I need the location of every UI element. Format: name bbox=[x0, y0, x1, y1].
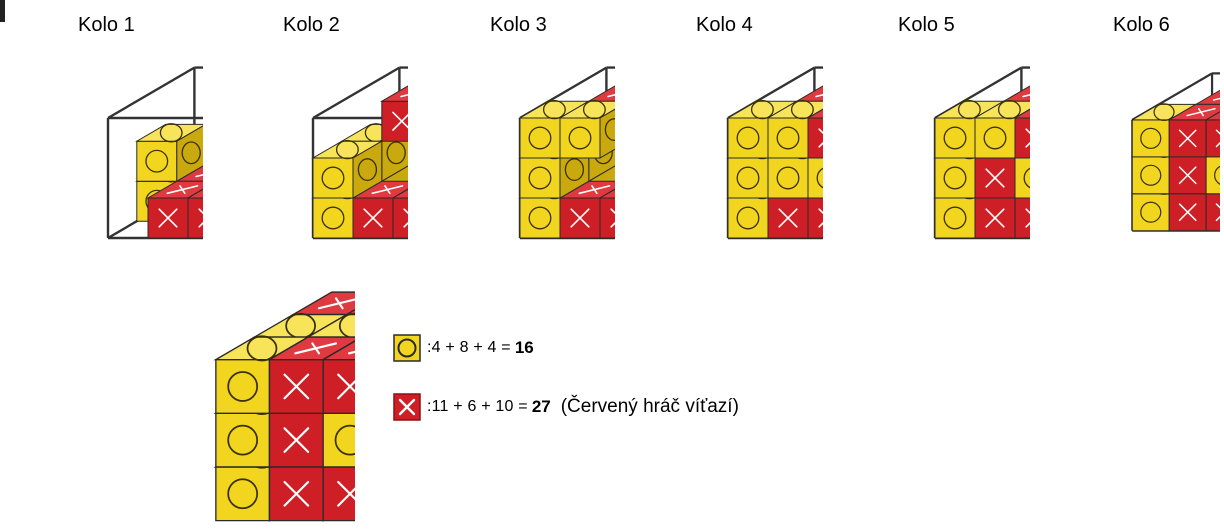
cross-symbol-icon bbox=[393, 393, 421, 421]
red-block-5 bbox=[379, 85, 408, 142]
round-4-cube bbox=[726, 66, 823, 240]
red-score-total: 27 bbox=[531, 397, 551, 416]
yellow-score-total: 16 bbox=[514, 338, 534, 357]
round-label-1: Kolo 1 bbox=[78, 14, 135, 36]
round-6-cube bbox=[1130, 72, 1220, 232]
red-score-expression: :11 + 6 + 10 = bbox=[427, 398, 528, 415]
winner-note: (Červený hráč víťazí) bbox=[560, 396, 739, 417]
round-label-3: Kolo 3 bbox=[490, 14, 547, 36]
round-label-2: Kolo 2 bbox=[283, 14, 340, 36]
corner-mark bbox=[0, 0, 5, 22]
round-label-4: Kolo 4 bbox=[696, 14, 753, 36]
red-block-8 bbox=[391, 188, 408, 239]
yellow-block-14 bbox=[558, 99, 615, 159]
red-block-17 bbox=[320, 340, 355, 414]
round-label-6: Kolo 6 bbox=[1113, 14, 1170, 36]
yellow-score-row: :4 + 8 + 4 = 16 bbox=[393, 334, 534, 362]
final-cube bbox=[213, 291, 355, 522]
red-score-row: :11 + 6 + 10 = 27 (Červený hráč víťazí) bbox=[393, 393, 739, 421]
circle-symbol-icon bbox=[393, 334, 421, 362]
red-block-11 bbox=[598, 188, 615, 239]
red-block-16 bbox=[806, 108, 823, 159]
red-block-16 bbox=[1013, 108, 1030, 159]
red-block-5 bbox=[186, 188, 203, 239]
round-label-5: Kolo 5 bbox=[898, 14, 955, 36]
red-block-15 bbox=[1204, 111, 1220, 158]
round-2-cube bbox=[311, 66, 408, 240]
round-3-cube bbox=[518, 66, 615, 240]
round-1-cube bbox=[106, 66, 203, 240]
yellow-block-3 bbox=[134, 123, 203, 183]
round-5-cube bbox=[933, 66, 1030, 240]
yellow-score-expression: :4 + 8 + 4 = bbox=[427, 339, 511, 356]
yellow-block-9 bbox=[311, 139, 384, 199]
